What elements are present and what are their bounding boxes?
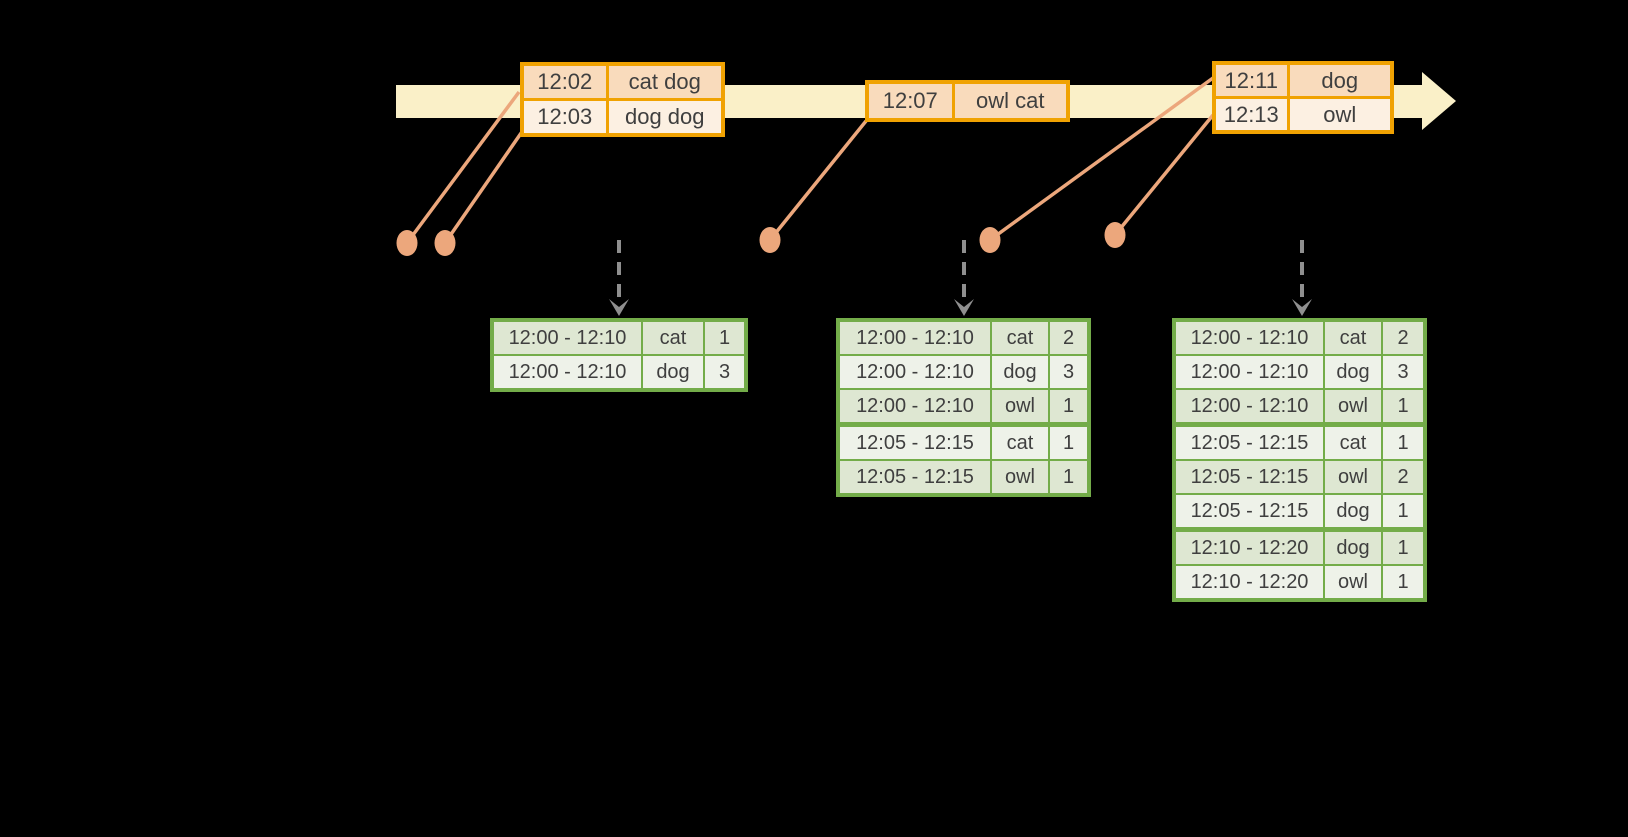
event-dot <box>396 230 418 256</box>
window-cell: 12:05 - 12:15 <box>1173 422 1325 461</box>
trigger-arrowhead-icon <box>954 299 974 316</box>
event-connector-line <box>443 125 528 244</box>
count-cell: 1 <box>1048 422 1090 461</box>
window-cell: 12:05 - 12:15 <box>1173 459 1325 495</box>
word-cell: cat <box>1323 319 1383 356</box>
event-time-cell: 12:13 <box>1212 96 1290 134</box>
trigger-arrowhead-icon <box>1292 299 1312 316</box>
word-cell: cat <box>641 319 705 356</box>
window-cell: 12:10 - 12:20 <box>1173 564 1325 601</box>
word-cell: owl <box>990 388 1050 426</box>
timeline-arrowhead-icon <box>1422 72 1456 130</box>
count-cell: 3 <box>1048 354 1090 390</box>
window-cell: 12:00 - 12:10 <box>837 319 992 356</box>
window-cell: 12:00 - 12:10 <box>1173 354 1325 390</box>
count-cell: 2 <box>1381 319 1426 356</box>
event-words-cell: owl cat <box>951 80 1070 122</box>
event-time-cell: 12:02 <box>520 62 609 101</box>
count-cell: 3 <box>703 354 747 391</box>
event-time-cell: 12:07 <box>865 80 955 122</box>
window-cell: 12:00 - 12:10 <box>837 354 992 390</box>
event-dot <box>979 227 1001 253</box>
count-cell: 1 <box>1048 459 1090 496</box>
word-cell: cat <box>1323 422 1383 461</box>
event-dot <box>1104 222 1126 248</box>
window-cell: 12:00 - 12:10 <box>837 388 992 426</box>
word-cell: dog <box>1323 493 1383 531</box>
event-time-cell: 12:03 <box>520 98 609 137</box>
event-dot <box>759 227 781 253</box>
event-words-cell: dog <box>1286 61 1394 99</box>
window-cell: 12:00 - 12:10 <box>491 319 643 356</box>
window-cell: 12:05 - 12:15 <box>837 422 992 461</box>
word-cell: owl <box>1323 564 1383 601</box>
count-cell: 1 <box>1381 564 1426 601</box>
word-cell: owl <box>1323 388 1383 426</box>
count-cell: 1 <box>1381 527 1426 566</box>
window-cell: 12:00 - 12:10 <box>491 354 643 391</box>
event-words-cell: dog dog <box>605 98 725 137</box>
count-cell: 1 <box>1381 388 1426 426</box>
event-time-cell: 12:11 <box>1212 61 1290 99</box>
count-cell: 3 <box>1381 354 1426 390</box>
word-cell: dog <box>990 354 1050 390</box>
window-cell: 12:00 - 12:10 <box>1173 319 1325 356</box>
window-cell: 12:05 - 12:15 <box>1173 493 1325 531</box>
event-words-cell: owl <box>1286 96 1394 134</box>
count-cell: 1 <box>703 319 747 356</box>
count-cell: 2 <box>1048 319 1090 356</box>
count-cell: 2 <box>1381 459 1426 495</box>
word-cell: cat <box>990 319 1050 356</box>
window-cell: 12:00 - 12:10 <box>1173 388 1325 426</box>
event-connector-line <box>1113 113 1215 237</box>
word-cell: dog <box>1323 527 1383 566</box>
trigger-arrowhead-icon <box>609 299 629 316</box>
word-cell: cat <box>990 422 1050 461</box>
window-cell: 12:05 - 12:15 <box>837 459 992 496</box>
word-cell: owl <box>990 459 1050 496</box>
count-cell: 1 <box>1048 388 1090 426</box>
count-cell: 1 <box>1381 493 1426 531</box>
event-dot <box>434 230 456 256</box>
word-cell: dog <box>641 354 705 391</box>
word-cell: dog <box>1323 354 1383 390</box>
count-cell: 1 <box>1381 422 1426 461</box>
event-words-cell: cat dog <box>605 62 725 101</box>
event-connector-line <box>768 119 868 242</box>
word-cell: owl <box>1323 459 1383 495</box>
window-cell: 12:10 - 12:20 <box>1173 527 1325 566</box>
